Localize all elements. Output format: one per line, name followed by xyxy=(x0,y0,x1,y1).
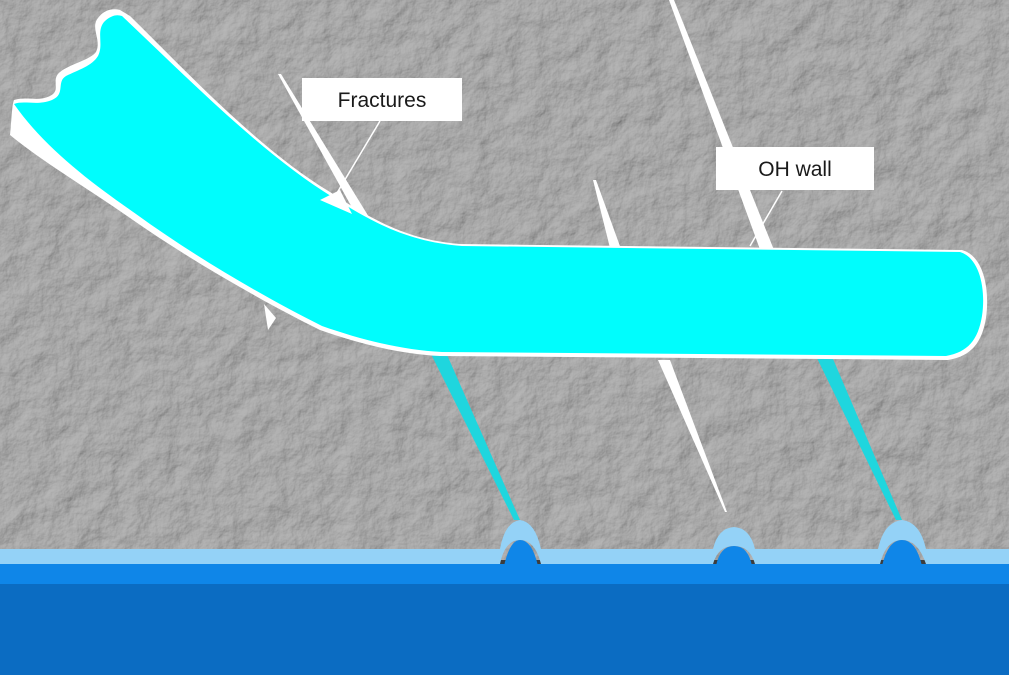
mid-bump-3 xyxy=(882,540,922,566)
fractures-leader xyxy=(333,120,381,199)
fracture-entry-2 xyxy=(264,304,276,330)
mid-bump-2 xyxy=(716,546,752,566)
layer-light xyxy=(0,520,1009,564)
fractures-callout-label: Fractures xyxy=(338,89,427,112)
oh-wall-callout-label: OH wall xyxy=(758,158,832,181)
fluid-streak-1 xyxy=(428,348,520,520)
fracture-4 xyxy=(669,0,776,255)
layer-mid xyxy=(0,564,1009,584)
fracture-1 xyxy=(278,74,372,222)
mid-bump-1 xyxy=(504,540,538,566)
fracture-entry-1 xyxy=(320,190,352,214)
wellbore xyxy=(14,15,984,356)
fractures-callout-box xyxy=(302,78,462,121)
fluid-streak-2 xyxy=(814,352,902,520)
fracture-3 xyxy=(658,360,727,512)
oh-wall-callout-box xyxy=(716,147,874,190)
oh-wall-leader xyxy=(749,190,783,247)
layer-deep xyxy=(0,582,1009,675)
fracture-2 xyxy=(593,180,625,260)
